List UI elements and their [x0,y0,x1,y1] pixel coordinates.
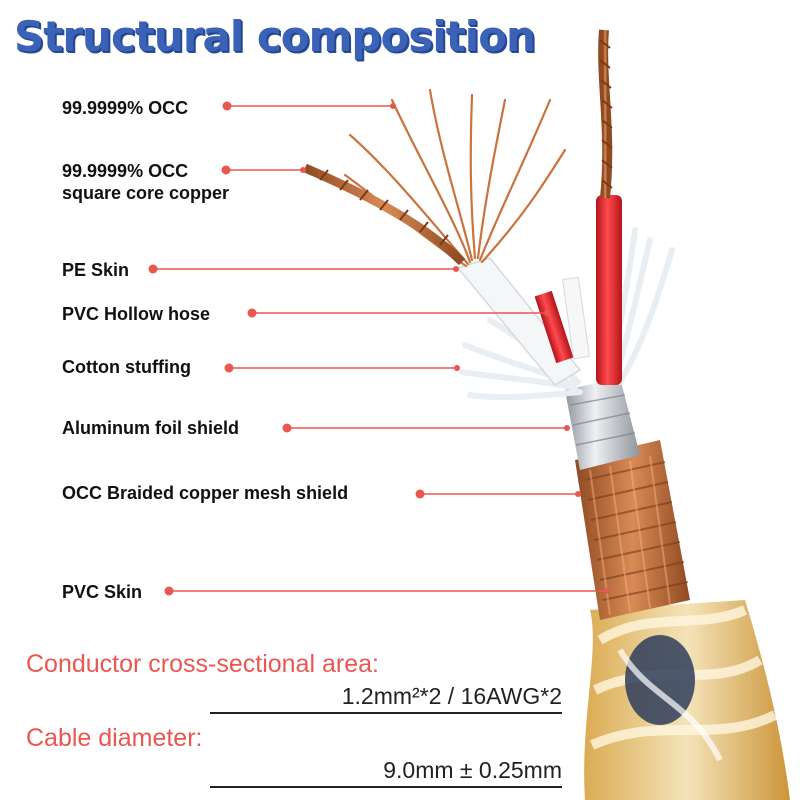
leader-dot-pvc-skin-end [604,588,610,594]
leader-dot-braid-start [415,489,425,499]
diameter-heading: Cable diameter: [26,724,203,752]
label-aluminum-foil-shield: Aluminum foil shield [62,418,240,438]
leader-dot-foil-start [282,423,292,433]
leader-dot-pvc-hose-start [247,308,257,318]
diameter-value: 9.0mm ± 0.25mm [210,757,562,788]
leader-dot-pe-skin-end [453,266,459,272]
leader-dot-pvc-hose-end [544,310,550,316]
leader-lines [148,101,610,596]
square-core-copper [303,163,466,266]
leader-dot-occ-start [222,101,232,111]
red-insulated-conductor [596,195,622,385]
leader-dot-braid-end [575,491,581,497]
leader-dot-occ-end [390,103,396,109]
area-value: 1.2mm²*2 / 16AWG*2 [210,683,562,714]
label-occ-square-line1: 99.9999% OCC [62,161,189,181]
white-pe-wire [456,257,582,386]
label-braided-copper-shield: OCC Braided copper mesh shield [62,483,349,503]
label-occ-square-line2: square core copper [62,183,230,203]
label-pe-skin: PE Skin [62,260,130,280]
leader-dot-cotton-start [224,363,234,373]
page-title: Structural composition [14,12,536,61]
label-occ: 99.9999% OCC [62,98,189,118]
label-pvc-skin: PVC Skin [62,582,143,602]
leader-dot-foil-end [564,425,570,431]
label-pvc-hollow-hose: PVC Hollow hose [62,304,211,324]
copper-conductor-top [598,29,613,199]
foil-shield [565,378,640,470]
leader-dot-occ-square-end [300,167,306,173]
outer-pvc-skin [584,600,790,800]
leader-dot-cotton-end [454,365,460,371]
label-cotton-stuffing: Cotton stuffing [62,357,191,377]
leader-dot-pvc-skin-start [164,586,174,596]
leader-dot-occ-square-start [221,165,231,175]
copper-braid [575,440,690,620]
leader-dot-pe-skin-start [148,264,158,274]
pvc-hollow-hoses [534,276,591,364]
occ-copper-strands [343,88,567,268]
area-heading: Conductor cross-sectional area: [26,650,379,678]
